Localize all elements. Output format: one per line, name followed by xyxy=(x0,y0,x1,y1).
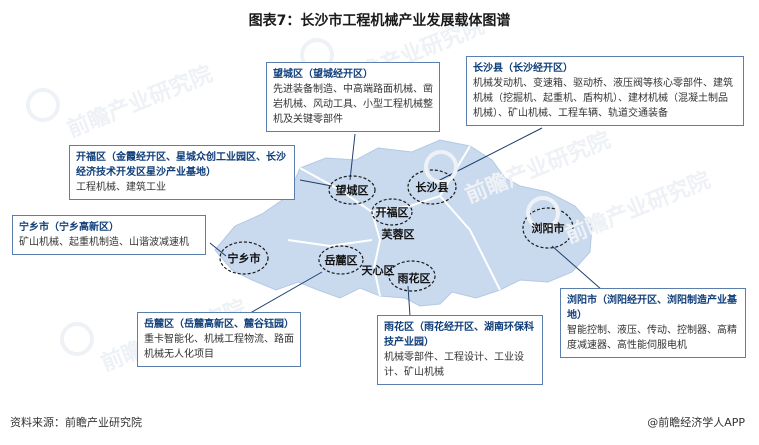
info-box-changsha: 长沙县（长沙经开区） 机械发动机、变速箱、驱动桥、液压阀等核心零部件、建筑机械（… xyxy=(466,56,744,126)
district-label-wangcheng: 望城区 xyxy=(335,184,369,197)
info-box-title: 宁乡市（宁乡高新区） xyxy=(19,222,119,233)
watermark-logo-icon xyxy=(526,196,560,230)
info-box-body: 机械零部件、工程设计、工业设计、矿山机械 xyxy=(384,352,524,378)
district-boundary-4 xyxy=(439,195,501,291)
info-box-body: 工程机械、建筑工业 xyxy=(76,182,166,193)
info-box-title: 雨花区（雨花经开区、湖南环保科技产业园） xyxy=(384,322,534,348)
info-box-body: 先进装备制造、中高端路面机械、凿岩机械、风动工具、小型工程机械整机及关键零部件 xyxy=(273,84,433,125)
watermark-logo-icon xyxy=(26,88,60,122)
info-box-body: 智能控制、液压、传动、控制器、高精度减速器、高性能伺服电机 xyxy=(567,325,737,351)
info-box-liuyang: 浏阳市（浏阳经开区、浏阳制造产业基地） 智能控制、液压、传动、控制器、高精度减速… xyxy=(560,288,746,358)
info-box-yuhua: 雨花区（雨花经开区、湖南环保科技产业园） 机械零部件、工程设计、工业设计、矿山机… xyxy=(377,315,543,385)
district-label-kaifu: 开福区 xyxy=(375,206,409,219)
district-boundary-5 xyxy=(287,239,373,248)
district-label-liuyang: 浏阳市 xyxy=(531,222,565,235)
info-box-yuelu: 岳麓区（岳麓高新区、麓谷钰园） 重卡智能化、机械工程物流、路面机械无人化项目 xyxy=(137,312,301,367)
source-note: 资料来源：前瞻产业研究院 xyxy=(10,416,142,429)
info-box-wangcheng: 望城区（望城经开区） 先进装备制造、中高端路面机械、凿岩机械、风动工具、小型工程… xyxy=(266,62,440,132)
info-box-body: 机械发动机、变速箱、驱动桥、液压阀等核心零部件、建筑机械（挖掘机、起重机、盾构机… xyxy=(473,78,733,119)
district-label-furong: 芙蓉区 xyxy=(381,228,415,241)
info-box-body: 矿山机械、起重机制造、山谐波减速机 xyxy=(19,237,189,248)
info-box-title: 开福区（金霞经开区、星城众创工业园区、长沙经济技术开发区星沙产业基地） xyxy=(76,152,286,178)
info-box-title: 岳麓区（岳麓高新区、麓谷钰园） xyxy=(144,319,294,330)
district-boundary-1 xyxy=(299,167,373,213)
district-label-yuelu: 岳麓区 xyxy=(324,254,358,267)
info-box-body: 重卡智能化、机械工程物流、路面机械无人化项目 xyxy=(144,334,294,360)
page-title: 图表7：长沙市工程机械产业发展载体图谱 xyxy=(248,13,511,29)
watermark-logo-icon xyxy=(60,322,94,356)
info-box-title: 长沙县（长沙经开区） xyxy=(473,63,573,74)
watermark-logo-icon xyxy=(424,150,458,184)
district-label-changsha: 长沙县 xyxy=(415,181,449,194)
info-box-ningxiang: 宁乡市（宁乡高新区） 矿山机械、起重机制造、山谐波减速机 xyxy=(12,215,206,255)
info-box-kaifu: 开福区（金霞经开区、星城众创工业园区、长沙经济技术开发区星沙产业基地） 工程机械… xyxy=(69,145,295,200)
district-label-ningxiang: 宁乡市 xyxy=(227,252,261,265)
info-box-title: 望城区（望城经开区） xyxy=(273,69,373,80)
brand-credit: @前瞻经济学人APP xyxy=(647,416,745,429)
connector-lines xyxy=(209,127,603,317)
district-label-yuhua: 雨花区 xyxy=(397,272,431,285)
district-boundary-3 xyxy=(371,211,382,297)
district-label-tianxin: 天心区 xyxy=(361,264,395,277)
info-box-title: 浏阳市（浏阳经开区、浏阳制造产业基地） xyxy=(567,295,737,321)
